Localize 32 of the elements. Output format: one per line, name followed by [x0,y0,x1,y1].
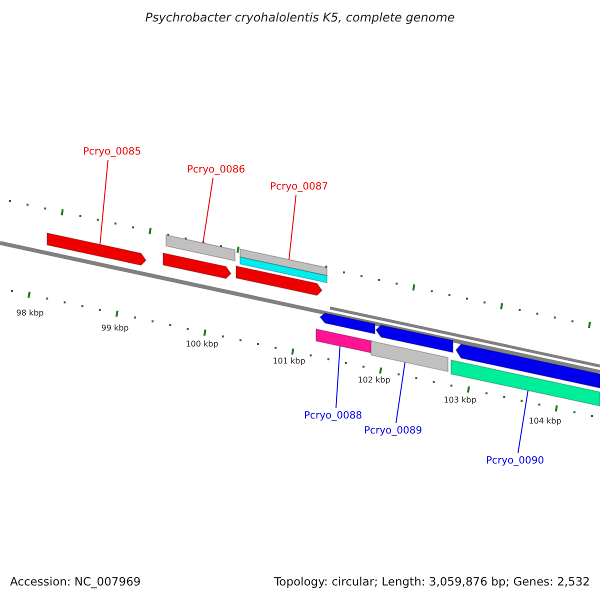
gene-feature [236,265,323,296]
gene-label: Pcryo_0086 [186,164,246,176]
scale-label: 104 kbp [528,418,562,426]
gene-label: Pcryo_0089 [364,426,422,436]
leader-line [518,390,528,454]
gene-feature [162,252,232,280]
gene-bar [166,234,236,262]
gene-label: Pcryo_0087 [270,182,328,192]
scale-label: 98 kbp [16,310,44,318]
leader-line [396,362,406,424]
leader-line [336,346,340,408]
gene-label: Pcryo_0085 [82,146,142,158]
scale-label: 101 kbp [272,358,306,366]
gene-label: Pcryo_0088 [304,410,362,422]
gene-feature [46,232,147,266]
leader-line [288,194,296,260]
gene-bar [316,328,372,354]
scale-label: 100 kbp [186,340,218,350]
gene-feature [455,344,600,389]
gene-bar [370,340,448,372]
accession-text: Accession: NC_007969 [10,576,141,588]
scale-label: 99 kbp [101,324,129,334]
gene-bar [240,256,328,284]
leader-line [100,160,108,245]
scale-label: 102 kbp [358,376,390,386]
scale-label: 103 kbp [444,396,476,406]
leader-line [202,178,214,244]
gene-label: Pcryo_0090 [486,456,544,466]
genome-summary-text: Topology: circular; Length: 3,059,876 bp; Genes: 2,532 [274,576,590,588]
gene-feature [375,324,454,354]
gene-feature [319,312,376,334]
title: Psychrobacter cryohalolentis K5, complete genome [145,11,455,25]
